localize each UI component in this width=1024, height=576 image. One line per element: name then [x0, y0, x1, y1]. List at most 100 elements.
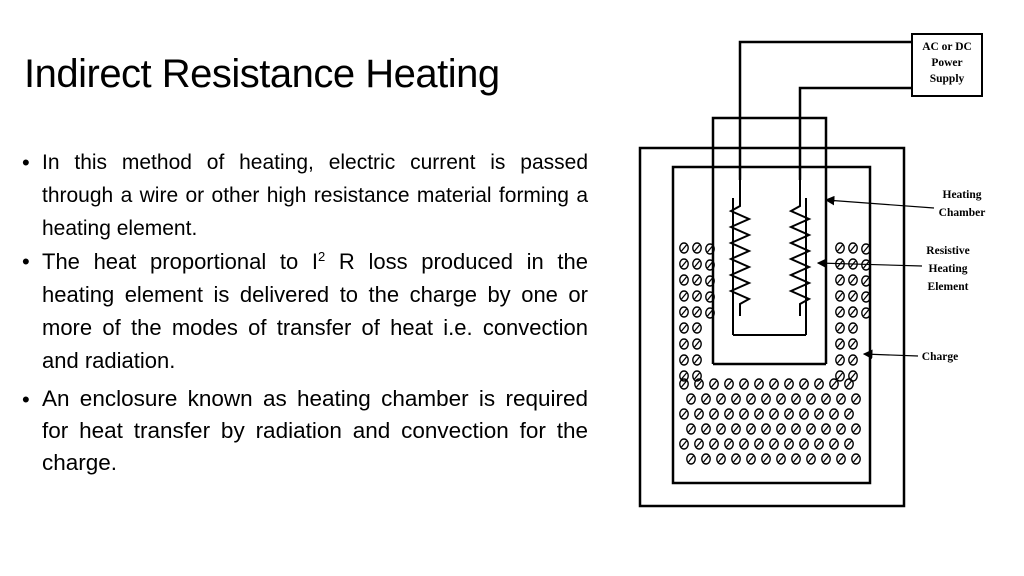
charge-particle [861, 291, 871, 303]
callout-chamber [824, 195, 935, 209]
charge-particle [716, 393, 726, 405]
heating-diagram: AC or DC Power Supply Heating Chamber Re… [638, 33, 986, 508]
bullet-item: • An enclosure known as heating chamber … [22, 383, 588, 479]
bullet-item: • The heat proportional to I2 R loss pro… [22, 245, 588, 377]
charge-particle [754, 408, 764, 420]
charge-particle [848, 242, 858, 254]
charge-particle [692, 258, 702, 270]
charge-particle [821, 423, 831, 435]
charge-particle [679, 438, 689, 450]
charge-particle [835, 322, 845, 334]
bullet-text: In this method of heating, electric curr… [42, 151, 588, 240]
charge-particle [836, 453, 846, 465]
power-supply-box [911, 33, 983, 97]
slide-title: Indirect Resistance Heating [24, 52, 500, 96]
charge-particle [791, 453, 801, 465]
resistive-coil-right [788, 180, 812, 316]
charge-particle [724, 408, 734, 420]
power-supply-label: AC or DC [922, 41, 972, 53]
charge-particle [806, 423, 816, 435]
heating-chamber [671, 165, 872, 485]
charge-particle [694, 378, 704, 390]
charge-particle [835, 370, 845, 382]
bullet-marker: • [22, 387, 30, 412]
charge-particle [835, 354, 845, 366]
charge-particle [848, 354, 858, 366]
charge-particle [701, 423, 711, 435]
charge-particle [844, 408, 854, 420]
charge-particle [806, 453, 816, 465]
label-heating-chamber: Heating [943, 189, 982, 201]
label-resistive-element: Heating [929, 263, 968, 275]
charge-particle [692, 306, 702, 318]
charge-particle [694, 438, 704, 450]
charge-particle [692, 338, 702, 350]
label-charge: Charge [922, 351, 958, 363]
charge-particle [835, 290, 845, 302]
charge-particle [701, 393, 711, 405]
charge-particle [848, 274, 858, 286]
charge-particle [686, 423, 696, 435]
charge-particle [692, 274, 702, 286]
superscript: 2 [318, 249, 326, 264]
charge-particle [739, 438, 749, 450]
charge-particle [679, 322, 689, 334]
charge-particle [848, 322, 858, 334]
charge-particle [821, 453, 831, 465]
charge-particle [791, 423, 801, 435]
bullet-list: • In this method of heating, electric cu… [22, 146, 588, 479]
power-supply-label: Supply [930, 73, 965, 85]
charge-particle [806, 393, 816, 405]
charge-particle [835, 274, 845, 286]
label-resistive-element: Element [928, 281, 969, 293]
charge-particle [679, 408, 689, 420]
charge-particle [746, 393, 756, 405]
charge-particle [754, 378, 764, 390]
charge-particle [754, 438, 764, 450]
charge-particle [746, 453, 756, 465]
charge-particle [692, 370, 702, 382]
charge-particle [692, 322, 702, 334]
charge-particle [799, 378, 809, 390]
charge-particle [848, 306, 858, 318]
charge-particle [844, 438, 854, 450]
supply-wire-right [798, 86, 912, 180]
element-housing [711, 116, 828, 364]
charge-particle [731, 393, 741, 405]
charge-particle [769, 408, 779, 420]
charge-particle [791, 393, 801, 405]
charge-particle [761, 423, 771, 435]
charge-particle [835, 306, 845, 318]
charge-particle [814, 408, 824, 420]
charge-particle [776, 453, 786, 465]
charge-particle [746, 423, 756, 435]
charge-particle [844, 378, 854, 390]
charge-particle [692, 290, 702, 302]
charge-particle [776, 393, 786, 405]
charge-particle [724, 438, 734, 450]
charge-particle [705, 307, 715, 319]
charge-particle [724, 378, 734, 390]
charge-particle [692, 242, 702, 254]
charge-particle [814, 438, 824, 450]
resistive-coil-left [728, 180, 752, 316]
charge-particle [686, 453, 696, 465]
charge-particle [784, 378, 794, 390]
bullet-item: • In this method of heating, electric cu… [22, 146, 588, 245]
charge-particle [829, 378, 839, 390]
charge-particle [679, 306, 689, 318]
charge-particle [709, 438, 719, 450]
bullet-marker: • [22, 150, 30, 175]
charge-particle [829, 408, 839, 420]
callout-element [816, 258, 923, 269]
label-heating-chamber: Chamber [939, 207, 986, 219]
charge-particle [821, 393, 831, 405]
charge-particle [705, 259, 715, 271]
charge-particle [705, 243, 715, 255]
charge-particle [705, 275, 715, 287]
charge-particle [769, 438, 779, 450]
charge-particle [851, 393, 861, 405]
charge-particle [679, 378, 689, 390]
power-supply-label: Power [931, 57, 962, 69]
charge-particle [761, 393, 771, 405]
